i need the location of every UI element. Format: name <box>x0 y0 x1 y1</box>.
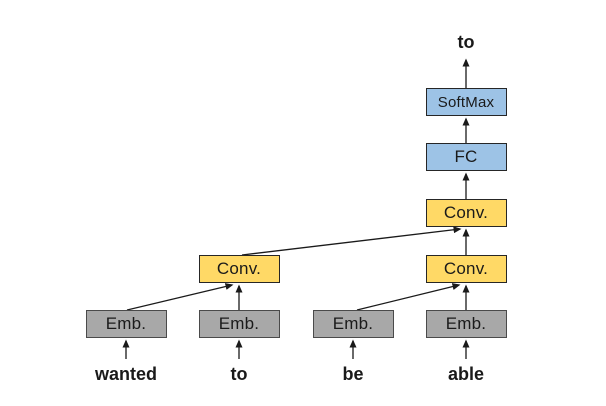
node-conv-left: Conv. <box>198 255 280 283</box>
node-emb-2: Emb. <box>198 310 280 338</box>
arrow-conv-left-to-conv-top <box>241 226 462 256</box>
input-word-4: able <box>447 364 485 384</box>
node-softmax: SoftMax <box>425 88 507 116</box>
output-word-label: to <box>457 32 475 52</box>
arrow-emb3-to-conv-right <box>356 283 461 311</box>
input-word-1: wanted <box>94 364 158 384</box>
input-word-2: to <box>230 364 248 384</box>
arrow-emb1-to-conv-left <box>126 283 234 311</box>
node-conv-top: Conv. <box>425 199 507 227</box>
input-word-3: be <box>342 364 364 384</box>
node-conv-right: Conv. <box>425 255 507 283</box>
node-emb-3: Emb. <box>312 310 394 338</box>
node-emb-1: Emb. <box>85 310 167 338</box>
node-emb-4: Emb. <box>425 310 507 338</box>
node-fc: FC <box>425 143 507 171</box>
